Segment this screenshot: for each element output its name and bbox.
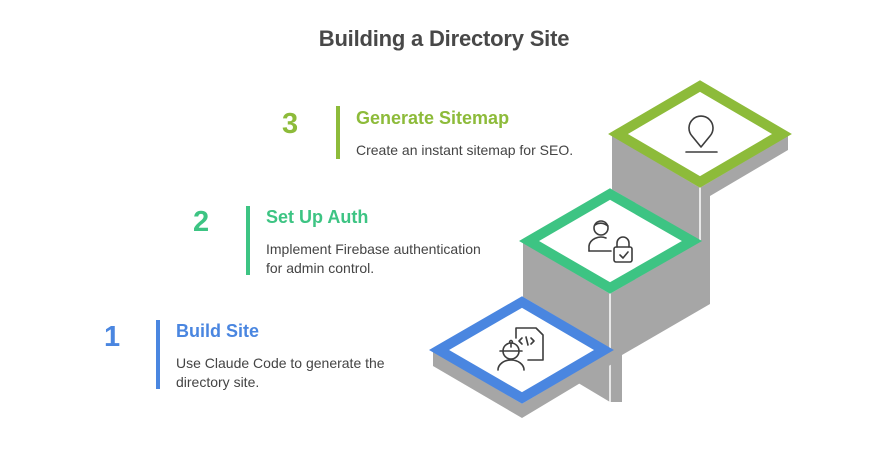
step-2-right-face [610,241,710,402]
step-1-block [433,350,622,418]
step-3-number: 3 [282,108,299,140]
step-3-description-line-1: Create an instant sitemap for SEO. [356,142,574,158]
step-3-top [608,80,792,188]
step-2-description: Implement Firebase authentication for ad… [266,240,516,278]
developer-code-icon [497,327,544,371]
step-3-divider [336,106,340,159]
step-2-heading: Set Up Auth [266,207,369,227]
step-2-divider [246,206,250,275]
step-1-divider [156,320,160,389]
step-3-diamond [608,80,792,188]
step-1-right-face [522,350,622,418]
step-1-description: Use Claude Code to generate the director… [176,354,426,392]
step-1-diamond [429,296,614,404]
step-2-top [519,188,703,294]
step-1-description-line-1: Use Claude Code to generate the [176,355,385,371]
step-1-left-face [433,350,522,418]
step-2-number: 2 [193,206,210,238]
diagram-title: Building a Directory Site [318,26,570,51]
step-2-description-line-1: Implement Firebase authentication [266,241,481,257]
location-pin-icon [685,115,718,153]
step-1-number: 1 [104,321,121,353]
step-2-description-line-2: for admin control. [266,260,375,276]
step-1-description-line-2: directory site. [176,374,260,390]
user-lock-icon [588,220,633,263]
step-1-top [429,296,614,404]
step-3-heading: Generate Sitemap [356,108,510,128]
step-3-description: Create an instant sitemap for SEO. [356,141,606,160]
step-2-diamond [519,188,703,294]
step-1-heading: Build Site [176,321,260,341]
